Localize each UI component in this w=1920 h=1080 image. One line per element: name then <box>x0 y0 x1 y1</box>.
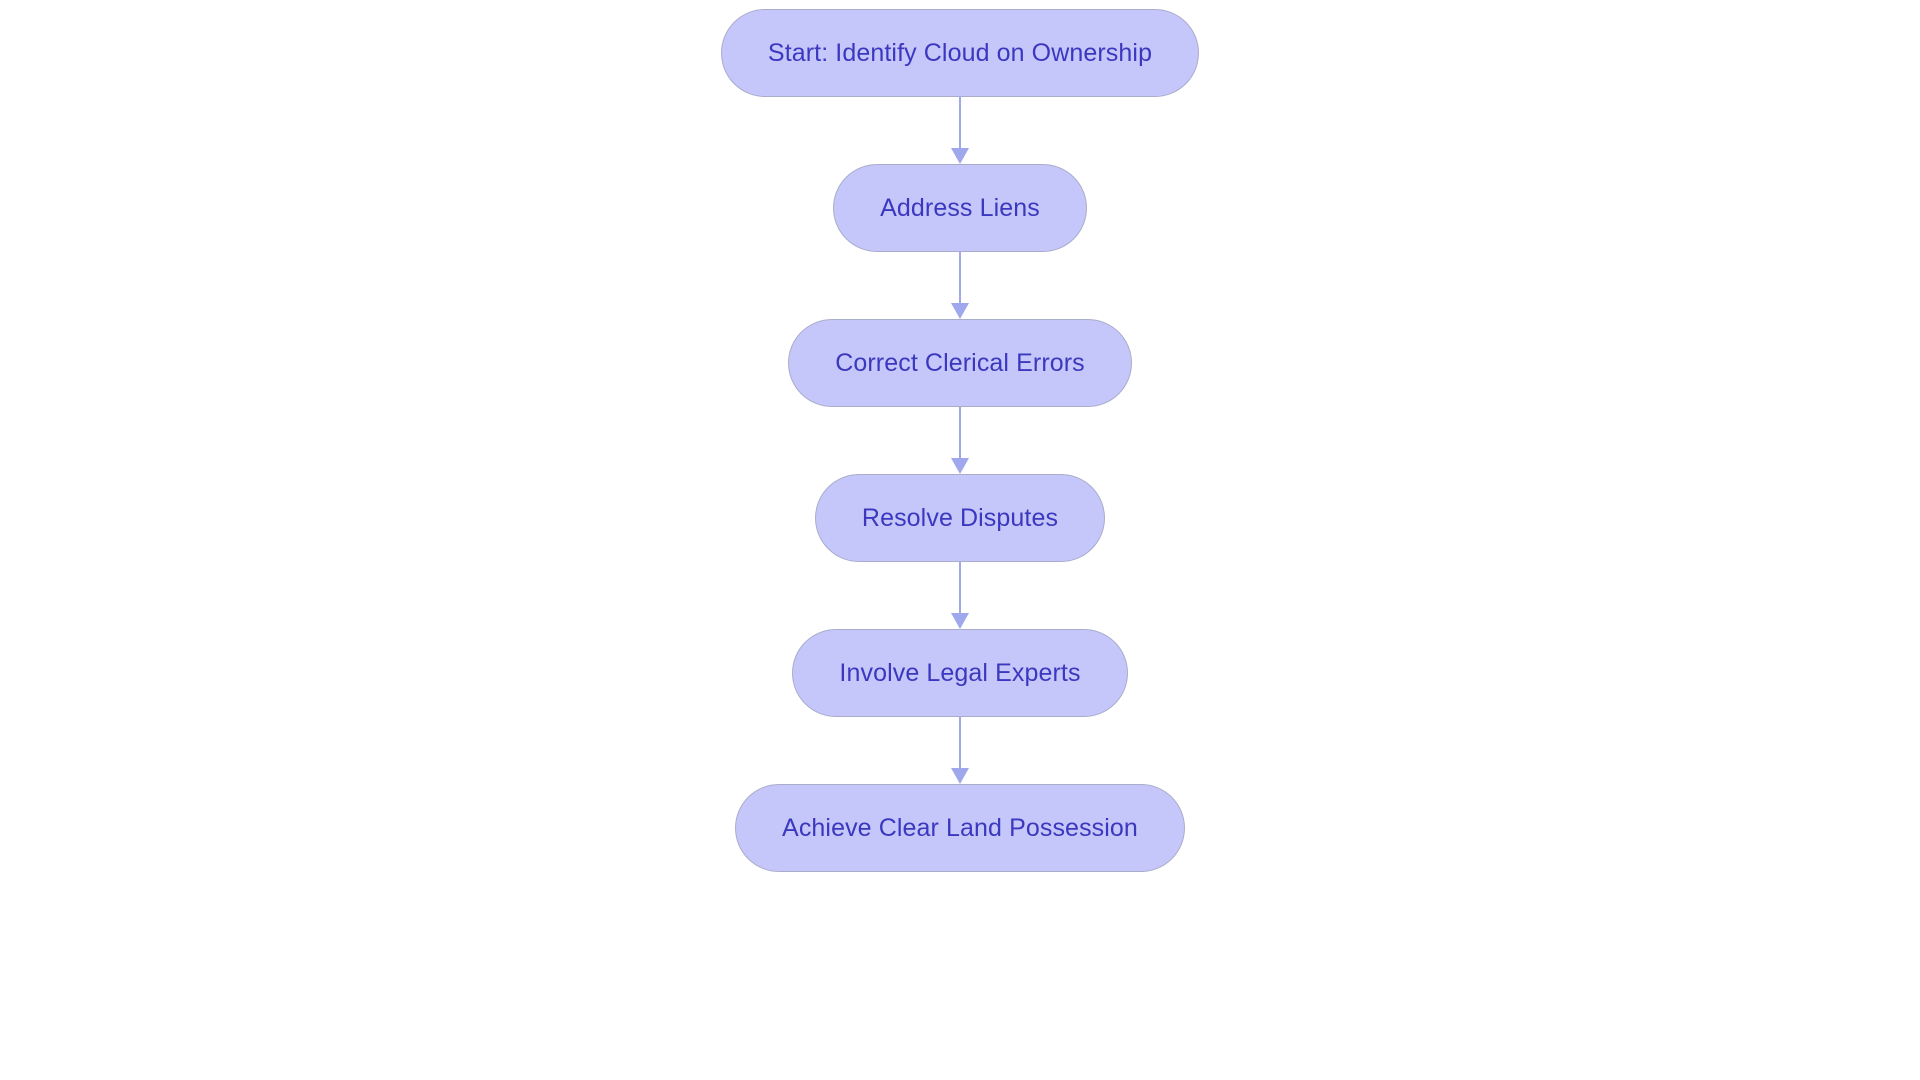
flow-node-resolve-disputes[interactable]: Resolve Disputes <box>814 474 1106 562</box>
flow-edge-n4-n5 <box>945 562 975 629</box>
flow-node-start[interactable]: Start: Identify Cloud on Ownership <box>720 9 1200 97</box>
flow-edge-n5-n6 <box>945 717 975 784</box>
flow-node-address-liens[interactable]: Address Liens <box>833 164 1087 252</box>
arrowhead-icon <box>951 303 969 319</box>
flow-node-achieve-clear-land-possession[interactable]: Achieve Clear Land Possession <box>735 784 1185 872</box>
arrowhead-icon <box>951 768 969 784</box>
connector-line <box>958 562 962 613</box>
connector-line <box>958 407 962 458</box>
flow-edge-n3-n4 <box>945 407 975 474</box>
connector-line <box>958 97 962 148</box>
arrowhead-icon <box>951 458 969 474</box>
flow-node-label: Involve Legal Experts <box>839 658 1081 687</box>
arrowhead-icon <box>951 613 969 629</box>
flow-node-involve-legal-experts[interactable]: Involve Legal Experts <box>792 629 1128 717</box>
flow-node-label: Resolve Disputes <box>861 503 1059 532</box>
arrowhead-icon <box>951 148 969 164</box>
connector-line <box>958 252 962 303</box>
connector-line <box>958 717 962 768</box>
flow-node-label: Correct Clerical Errors <box>835 348 1085 377</box>
flow-edge-n1-n2 <box>945 97 975 164</box>
flow-node-label: Address Liens <box>880 193 1040 222</box>
flow-edge-n2-n3 <box>945 252 975 319</box>
flow-node-correct-clerical-errors[interactable]: Correct Clerical Errors <box>788 319 1132 407</box>
flow-node-label: Achieve Clear Land Possession <box>782 813 1138 842</box>
flow-node-label: Start: Identify Cloud on Ownership <box>767 38 1153 67</box>
